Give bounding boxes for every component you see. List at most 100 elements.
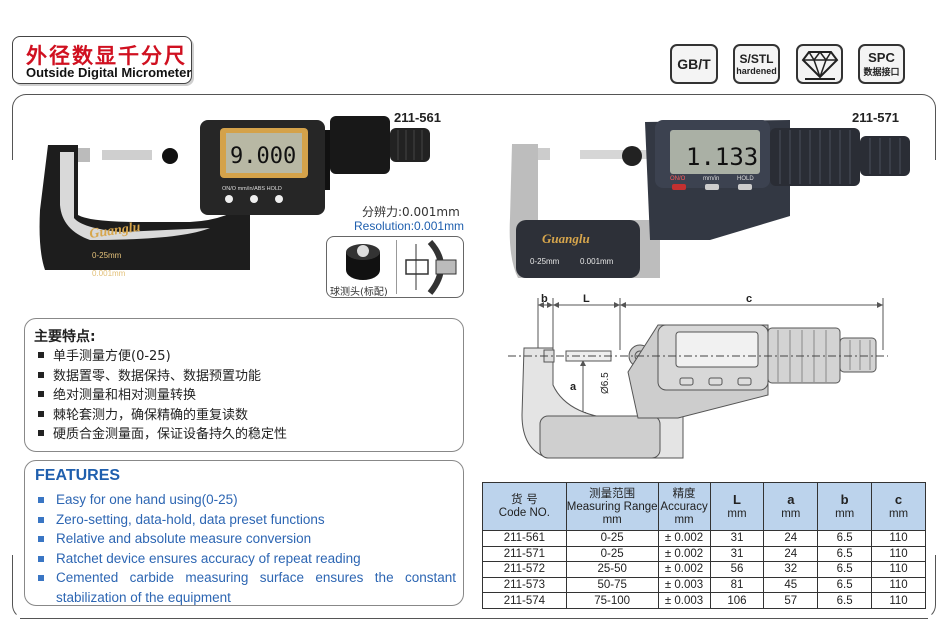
cell-code: 211-572 — [482, 561, 567, 578]
dim-l-label: L — [583, 293, 590, 305]
gbt-label: GB/T — [677, 56, 711, 72]
left-lcd-value: 9.000 — [230, 144, 296, 169]
right-button-2[interactable] — [705, 184, 719, 190]
frame-gap-left — [8, 160, 18, 555]
header-a-unit: mm — [781, 507, 801, 520]
cell-b: 6.5 — [817, 545, 873, 563]
cell-accuracy: ± 0.003 — [657, 576, 711, 594]
frame-bottom-line — [20, 618, 928, 619]
cell-range: 0-25 — [565, 530, 659, 547]
dim-a-label: a — [570, 381, 577, 393]
cell-range: 50-75 — [565, 576, 659, 594]
features-cn-item: 硬质合金测量面，保证设备持久的稳定性 — [38, 425, 287, 445]
product-code-left: 211-561 — [394, 110, 441, 125]
cell-c: 110 — [871, 561, 926, 578]
features-cn-list: 单手测量方便(0-25) 数据置零、数据保持、数据预置功能 绝对测量和相对测量转… — [38, 347, 287, 445]
left-thimble-edge — [325, 130, 330, 190]
right-button-1[interactable] — [672, 184, 686, 190]
accessory-divider — [396, 240, 397, 294]
right-lock — [622, 146, 642, 166]
cell-range: 0-25 — [565, 545, 659, 563]
features-en-item-continued: stabilization of the equipment — [38, 588, 456, 608]
features-en-text: Ratchet device ensures accuracy of repea… — [56, 550, 361, 566]
left-button-2[interactable] — [250, 195, 258, 203]
right-button-label-2: mm/in — [703, 176, 719, 182]
header-b-label: b — [840, 491, 849, 507]
product-code-right: 211-571 — [852, 110, 899, 125]
cell-code: 211-574 — [482, 592, 567, 609]
cell-accuracy: ± 0.002 — [657, 545, 711, 563]
cell-a: 45 — [763, 576, 819, 594]
micrometer-photo-right: 1.133 ON/O mm/in HOLD Guanglu 0-25mm 0.0… — [509, 120, 910, 278]
sstl-label: S/STL — [739, 52, 774, 66]
features-en-item: Zero-setting, data-hold, data preset fun… — [38, 510, 456, 530]
features-en-title: FEATURES — [35, 467, 121, 484]
left-lock — [162, 148, 178, 164]
left-button-3[interactable] — [275, 195, 283, 203]
cell-b: 6.5 — [817, 576, 873, 594]
diamond-badge — [796, 44, 843, 84]
right-range: 0-25mm — [530, 257, 560, 266]
right-button-3[interactable] — [738, 184, 752, 190]
cell-c: 110 — [871, 530, 926, 547]
cell-b: 6.5 — [817, 561, 873, 578]
accessory-label: 球测头(标配) — [330, 287, 388, 298]
header-c-label: c — [894, 491, 903, 507]
cell-a: 24 — [763, 545, 819, 563]
cell-a: 32 — [763, 561, 819, 578]
features-en-list: Easy for one hand using(0-25) Zero-setti… — [38, 490, 456, 607]
features-en-item: Cemented carbide measuring surface ensur… — [38, 568, 456, 588]
page-title-cn: 外径数显千分尺 — [26, 44, 187, 68]
features-en-item: Ratchet device ensures accuracy of repea… — [38, 549, 456, 569]
resolution-en: Resolution:0.001mm — [354, 219, 465, 233]
features-en-box — [24, 460, 464, 606]
features-cn-text: 数据置零、数据保持、数据预置功能 — [53, 368, 262, 384]
cell-range: 75-100 — [565, 592, 659, 609]
header-code-en: Code NO. — [498, 507, 550, 519]
gbt-badge: GB/T — [670, 44, 718, 84]
left-button-1[interactable] — [225, 195, 233, 203]
right-thimble — [770, 128, 860, 186]
micrometer-photo-left: 9.000 ON/O mm/in/ABS HOLD Guanglu 0-25mm… — [39, 120, 330, 278]
header-range-en: Measuring Range — [566, 500, 658, 513]
left-thimble-body — [330, 116, 390, 174]
page-title-en: Outside Digital Micrometer — [26, 65, 192, 80]
left-ratchet — [390, 128, 430, 162]
right-button-label-1: ON/O — [670, 176, 686, 182]
features-cn-text: 棘轮套测力，确保精确的重复读数 — [53, 407, 249, 423]
features-en-item: Relative and absolute measure conversion — [38, 529, 456, 549]
header-acc-cn: 精度 — [672, 485, 696, 500]
features-cn-item: 绝对测量和相对测量转换 — [38, 386, 287, 406]
features-en-text: Easy for one hand using(0-25) — [56, 492, 238, 507]
spc-label: SPC — [868, 50, 895, 65]
header-acc-en: Accuracy — [660, 500, 708, 513]
features-en-text: Relative and absolute measure conversion — [56, 531, 312, 546]
cell-accuracy: ± 0.002 — [657, 530, 711, 547]
frame-gap-right — [930, 160, 940, 555]
features-cn-box — [24, 318, 464, 452]
diamond-icon — [801, 50, 838, 80]
spc-badge: SPC 数据接口 — [858, 44, 905, 84]
left-brand: Guanglu — [88, 220, 141, 242]
cell-l: 31 — [709, 530, 765, 547]
cell-l: 31 — [709, 545, 765, 563]
left-spindle — [102, 150, 152, 160]
features-cn-item: 数据置零、数据保持、数据预置功能 — [38, 367, 287, 387]
header-b-unit: mm — [835, 507, 855, 520]
cell-l: 81 — [709, 576, 765, 594]
cell-c: 110 — [871, 545, 926, 563]
cell-code: 211-571 — [482, 545, 567, 563]
right-ratchet — [860, 136, 910, 176]
features-cn-text: 绝对测量和相对测量转换 — [53, 388, 197, 403]
sstl-badge: S/STL hardened — [733, 44, 780, 84]
left-thimble — [330, 116, 430, 174]
features-cn-title: 主要特点: — [34, 329, 96, 345]
right-lcd — [670, 130, 760, 174]
